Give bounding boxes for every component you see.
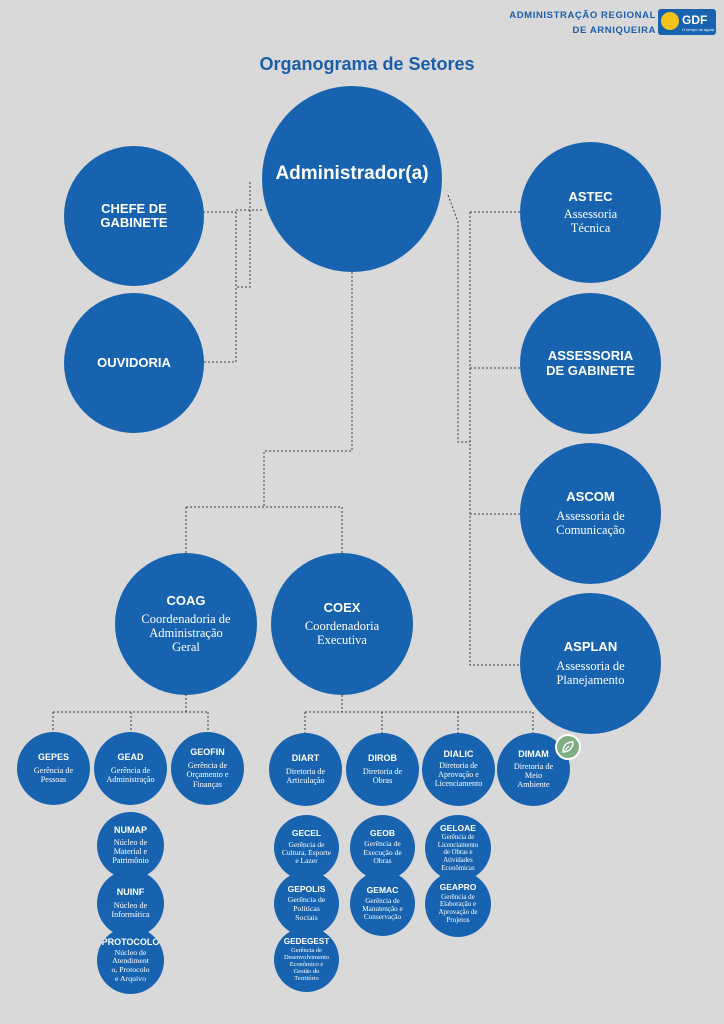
gdf-logo: GDF O tempo do agora [658,9,716,35]
node-geloae: GELOAE Gerência de Licenciamento de Obra… [425,815,491,881]
node-gecel: GECEL Gerência de Cultura, Esporte e Laz… [274,815,339,880]
node-protocolo: PROTOCOLO Núcleo de Atendiment o, Protoc… [97,927,164,994]
node-numap: NUMAP Núcleo de Material e Patrimônio [97,812,164,879]
node-dirob: DIROB Diretoria de Obras [346,733,419,806]
node-administrador: Administrador(a) [262,86,442,272]
node-assessoria-de-gabinete: ASSESSORIA DE GABINETE [520,293,661,434]
node-dialic: DIALIC Diretoria de Aprovação e Licencia… [422,733,495,806]
node-geofin: GEOFIN Gerência de Orçamento e Finanças [171,732,244,805]
leaf-icon-glyph [562,741,574,753]
node-diart: DIART Diretoria de Articulação [269,733,342,806]
node-ouvidoria: OUVIDORIA [64,293,204,433]
logo-text: GDF [682,13,708,27]
node-nuinf: NUINF Núcleo de Informática [97,870,164,937]
header-line2: DE ARNIQUEIRA [572,25,656,36]
page-title: Organograma de Setores [259,54,475,74]
node-coag: COAG Coordenadoria de Administração Gera… [115,553,257,695]
org-header: ADMINISTRAÇÃO REGIONAL DE ARNIQUEIRA [509,8,656,38]
header-line1: ADMINISTRAÇÃO REGIONAL [509,10,656,21]
node-geob: GEOB Gerência de Execução de Obras [350,815,415,880]
leaf-icon [555,734,581,760]
node-astec: ASTEC Assessoria Técnica [520,142,661,283]
node-asplan: ASPLAN Assessoria de Planejamento [520,593,661,734]
node-coex: COEX Coordenadoria Executiva [271,553,413,695]
node-gead: GEAD Gerência de Administração [94,732,167,805]
node-geapro: GEAPRO Gerência de Elaboração e Aprovaçã… [425,871,491,937]
node-ascom: ASCOM Assessoria de Comunicação [520,443,661,584]
node-gemac: GEMAC Gerência de Manutenção e Conservaç… [350,871,415,936]
node-chefe-de-gabinete: CHEFE DE GABINETE [64,146,204,286]
logo-subtext: O tempo do agora [682,27,715,32]
node-gepes: GEPES Gerência de Pessoas [17,732,90,805]
node-gepolis: GEPOLIS Gerência de Políticas Sociais [274,871,339,936]
sun-icon [661,12,679,30]
node-gedegest: GEDEGEST Gerência de Desenvolvimento Eco… [274,927,339,992]
